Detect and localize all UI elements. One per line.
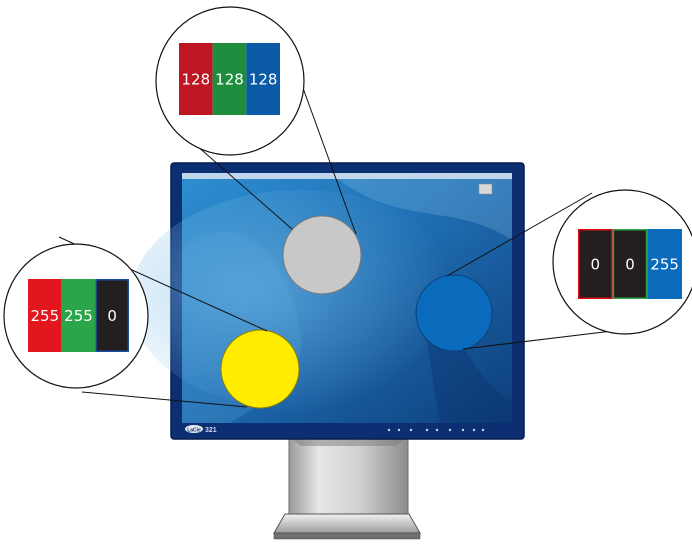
blue-channel-value: 0: [591, 256, 601, 274]
bezel-button-dot[interactable]: [449, 429, 451, 431]
hard-drive-icon: [479, 184, 492, 194]
yellow-screen-circle: [221, 330, 299, 408]
brand-logo-text: LaCie: [187, 428, 201, 434]
monitor-stand: [289, 436, 408, 518]
yellow-channel-value: 255: [64, 307, 93, 325]
yellow-channel-value: 255: [31, 307, 60, 325]
blue-screen-circle: [416, 275, 492, 351]
blue-rgb-swatches: 0 0 255: [579, 230, 682, 299]
gray-screen-circle: [283, 216, 361, 294]
bezel-button-dot[interactable]: [426, 429, 428, 431]
yellow-channel-value: 0: [107, 307, 117, 325]
bezel-button-dot[interactable]: [462, 429, 464, 431]
gray-channel-value: 128: [249, 71, 278, 89]
gray-channel-value: 128: [215, 71, 244, 89]
bezel-button-dot[interactable]: [482, 429, 484, 431]
monitor-base: [274, 514, 420, 539]
blue-channel-value: 0: [625, 256, 635, 274]
blue-channel-value: 255: [650, 256, 679, 274]
bezel-button-dot[interactable]: [388, 429, 390, 431]
bezel-button-dot[interactable]: [410, 429, 412, 431]
bezel-button-dot[interactable]: [473, 429, 475, 431]
bezel-button-dot[interactable]: [436, 429, 438, 431]
gray-channel-value: 128: [182, 71, 211, 89]
model-number: 321: [205, 427, 217, 434]
bezel-button-dot[interactable]: [398, 429, 400, 431]
